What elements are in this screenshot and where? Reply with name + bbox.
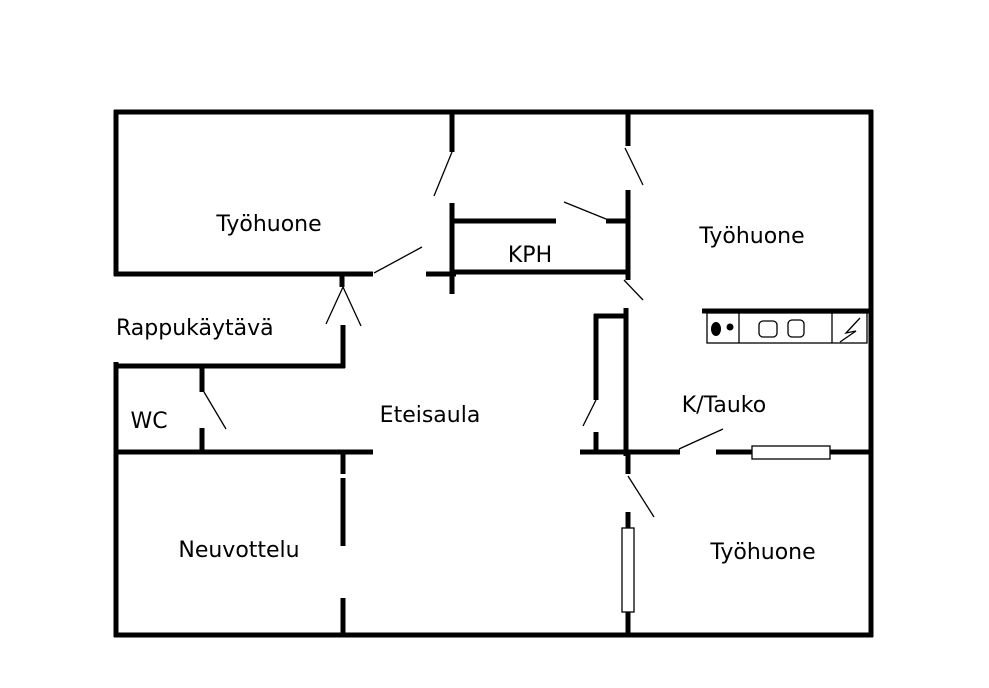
room-label-rappukaytava: Rappukäytävä bbox=[116, 316, 274, 341]
window-central bbox=[621, 527, 635, 613]
room-label-neuvottelu: Neuvottelu bbox=[178, 538, 299, 563]
sink-basin-icon bbox=[787, 319, 805, 338]
stove-burner-icon bbox=[711, 322, 721, 336]
room-label-eteisaula: Eteisaula bbox=[380, 403, 481, 428]
room-label-tyohuone-nw: Työhuone bbox=[215, 212, 321, 237]
sink-basin-icon bbox=[758, 320, 778, 338]
door-swings bbox=[203, 147, 724, 518]
room-label-kph: KPH bbox=[508, 243, 552, 268]
room-label-k-tauko: K/Tauko bbox=[682, 393, 766, 418]
lightning-icon bbox=[839, 317, 861, 343]
room-label-tyohuone-se: Työhuone bbox=[709, 540, 815, 565]
room-label-wc: WC bbox=[130, 409, 167, 434]
room-label-tyohuone-ne: Työhuone bbox=[698, 224, 804, 249]
window-ktauko bbox=[751, 445, 831, 460]
stove-burner-icon bbox=[726, 323, 734, 331]
outer-walls bbox=[113, 109, 874, 638]
kitchen-counter bbox=[706, 312, 868, 344]
interior-walls bbox=[114, 112, 873, 637]
